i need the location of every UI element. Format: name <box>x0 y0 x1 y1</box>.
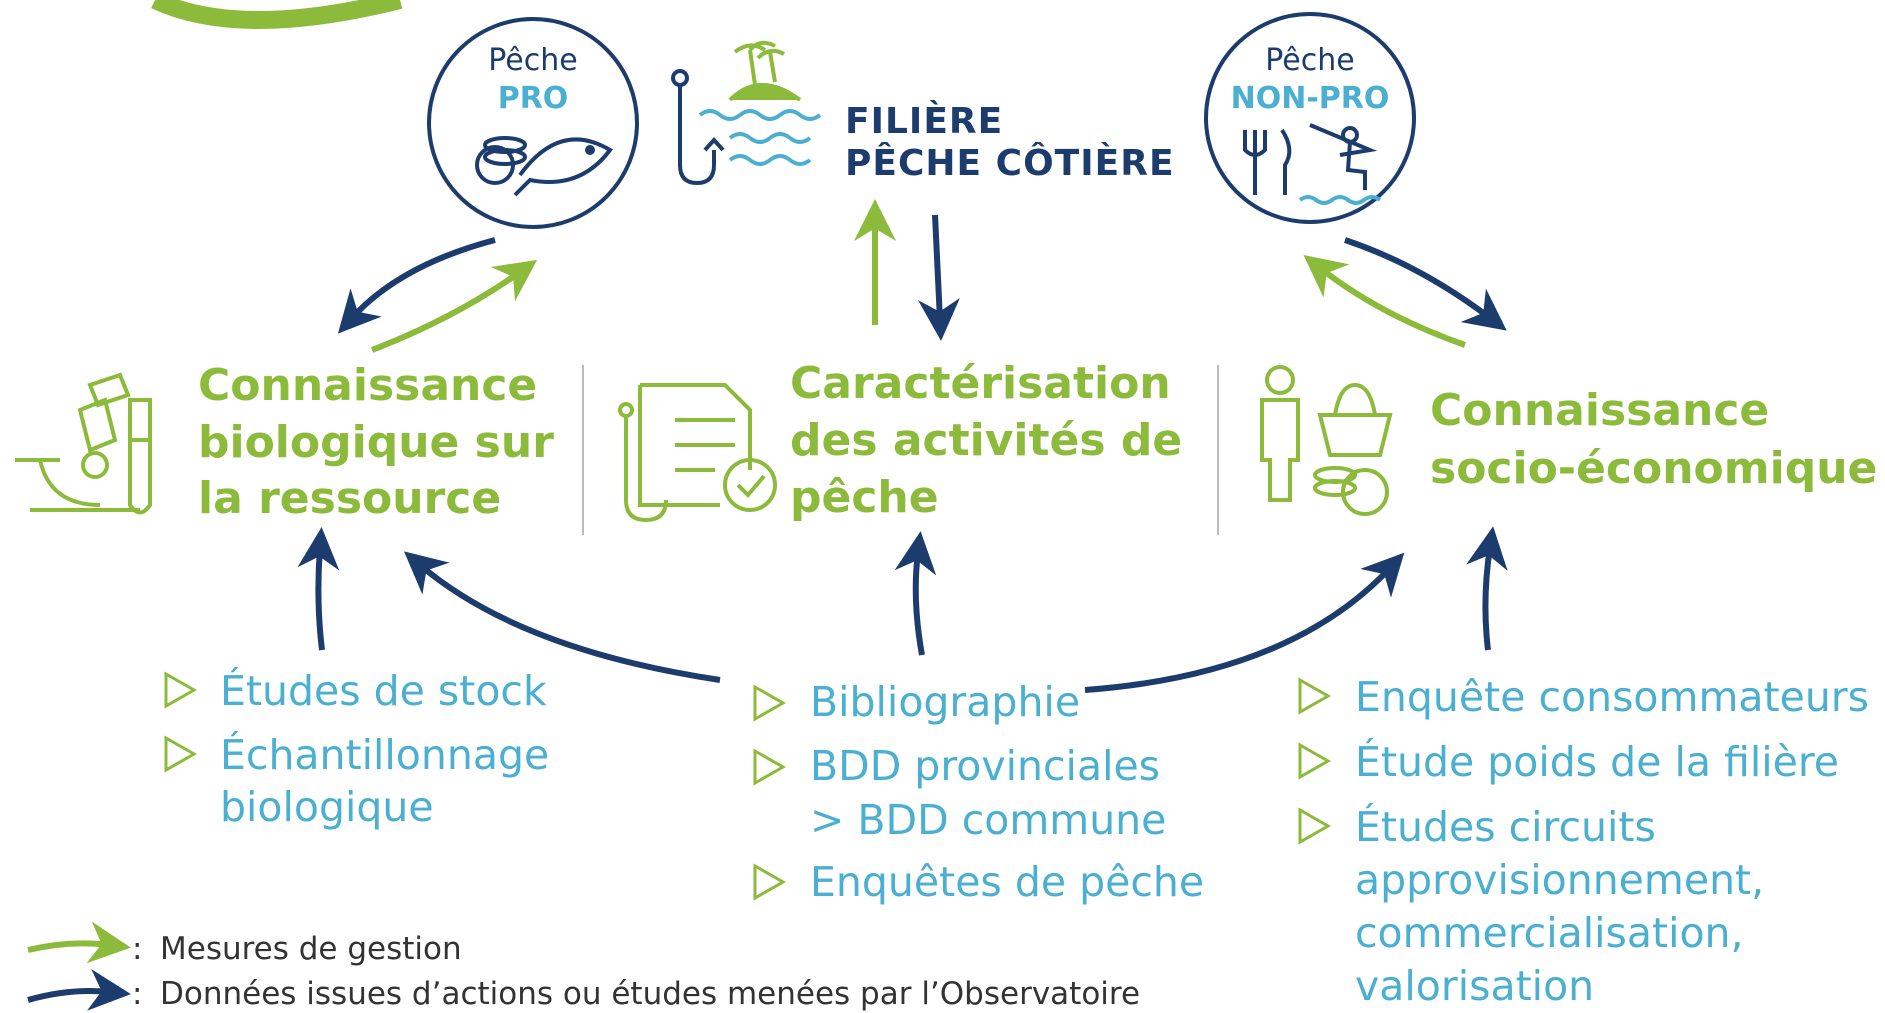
legend-separator: : <box>132 976 142 1012</box>
filiere-peche-cotiere: FILIÈRE PÊCHE CÔTIÈRE <box>671 40 1175 186</box>
arrow-bio-to-pro-green <box>370 259 538 353</box>
col3-item1: Enquête consommateurs <box>1355 673 1869 721</box>
col3-heading-line1: Connaissance <box>1430 385 1769 436</box>
col1-item1: Études de stock <box>220 667 547 715</box>
col1-item2-line1: Échantillonnage <box>220 731 549 779</box>
bullet-triangle-icon <box>753 748 787 786</box>
arrow-down-from-filiere-navy <box>917 214 960 341</box>
bullet-triangle-icon <box>1298 807 1332 845</box>
legend-navy-arrow-icon <box>27 969 131 1011</box>
col1-heading-line3: la ressource <box>198 473 501 524</box>
peche-pro-line1: Pêche <box>488 43 577 78</box>
col1-heading-line1: Connaissance <box>198 360 537 411</box>
bullet-triangle-icon <box>164 671 198 709</box>
col2-heading-line2: des activités de <box>790 415 1182 466</box>
document-check-icon <box>618 383 777 523</box>
hook-island-icon <box>671 40 822 186</box>
microscope-icon <box>15 372 152 515</box>
fish-coins-icon <box>475 136 613 197</box>
arrow-biblio-to-bio <box>403 551 721 683</box>
legend-green-label: Mesures de gestion <box>160 931 462 967</box>
bullet-triangle-icon <box>1298 742 1332 780</box>
col3-heading-line2: socio-économique <box>1430 443 1877 494</box>
filiere-line1: FILIÈRE <box>845 100 1003 142</box>
col2-item2-line2: > BDD commune <box>810 796 1166 844</box>
bullet-triangle-icon <box>1298 677 1332 715</box>
peche-non-pro-line1: Pêche <box>1265 43 1354 78</box>
bullet-triangle-icon <box>753 863 787 901</box>
col2-item1: Bibliographie <box>810 678 1080 726</box>
col3-item3-line2: approvisionnement, <box>1355 856 1764 904</box>
col3-item3-line4: valorisation <box>1355 962 1594 1010</box>
legend-green-arrow-icon <box>27 921 131 964</box>
legend-navy-label: Données issues d’actions ou études menée… <box>160 976 1140 1012</box>
col1-item2-line2: biologique <box>220 783 434 831</box>
arrow-pro-to-bio-navy <box>337 237 496 334</box>
col3-item3-line1: Études circuits <box>1355 803 1656 851</box>
peche-pro-line2: PRO <box>498 81 569 116</box>
filiere-line2: PÊCHE CÔTIÈRE <box>845 142 1175 184</box>
col2-item2-line1: BDD provinciales <box>810 742 1160 790</box>
arrow-nonpro-to-socio-navy <box>1344 237 1507 331</box>
arrow-up-to-socio <box>1466 526 1508 651</box>
bullet-triangle-icon <box>753 684 787 722</box>
arrow-socio-to-nonpro-green <box>1303 255 1466 348</box>
legend-separator: : <box>132 931 142 967</box>
col3-item2: Étude poids de la filière <box>1355 738 1839 786</box>
peche-non-pro-line2: NON-PRO <box>1231 81 1390 116</box>
decorative-top-arc <box>151 0 403 29</box>
arrow-up-to-bio <box>297 527 340 651</box>
col2-item3: Enquêtes de pêche <box>810 858 1204 906</box>
col2-heading-line3: pêche <box>790 472 939 523</box>
bullet-triangle-icon <box>164 735 198 773</box>
col3-item3-line3: commercialisation, <box>1355 909 1744 957</box>
peche-pro-badge: Pêche PRO <box>427 17 639 229</box>
col2-heading-line1: Caractérisation <box>790 358 1171 409</box>
col1-heading-line2: biologique sur <box>198 417 554 468</box>
arrow-biblio-to-socio <box>1084 552 1405 693</box>
person-basket-icon <box>1260 365 1393 516</box>
peche-non-pro-badge: Pêche NON-PRO <box>1204 12 1416 224</box>
cutlery-fisher-icon <box>1243 123 1382 205</box>
arrow-up-to-carac <box>894 531 937 656</box>
